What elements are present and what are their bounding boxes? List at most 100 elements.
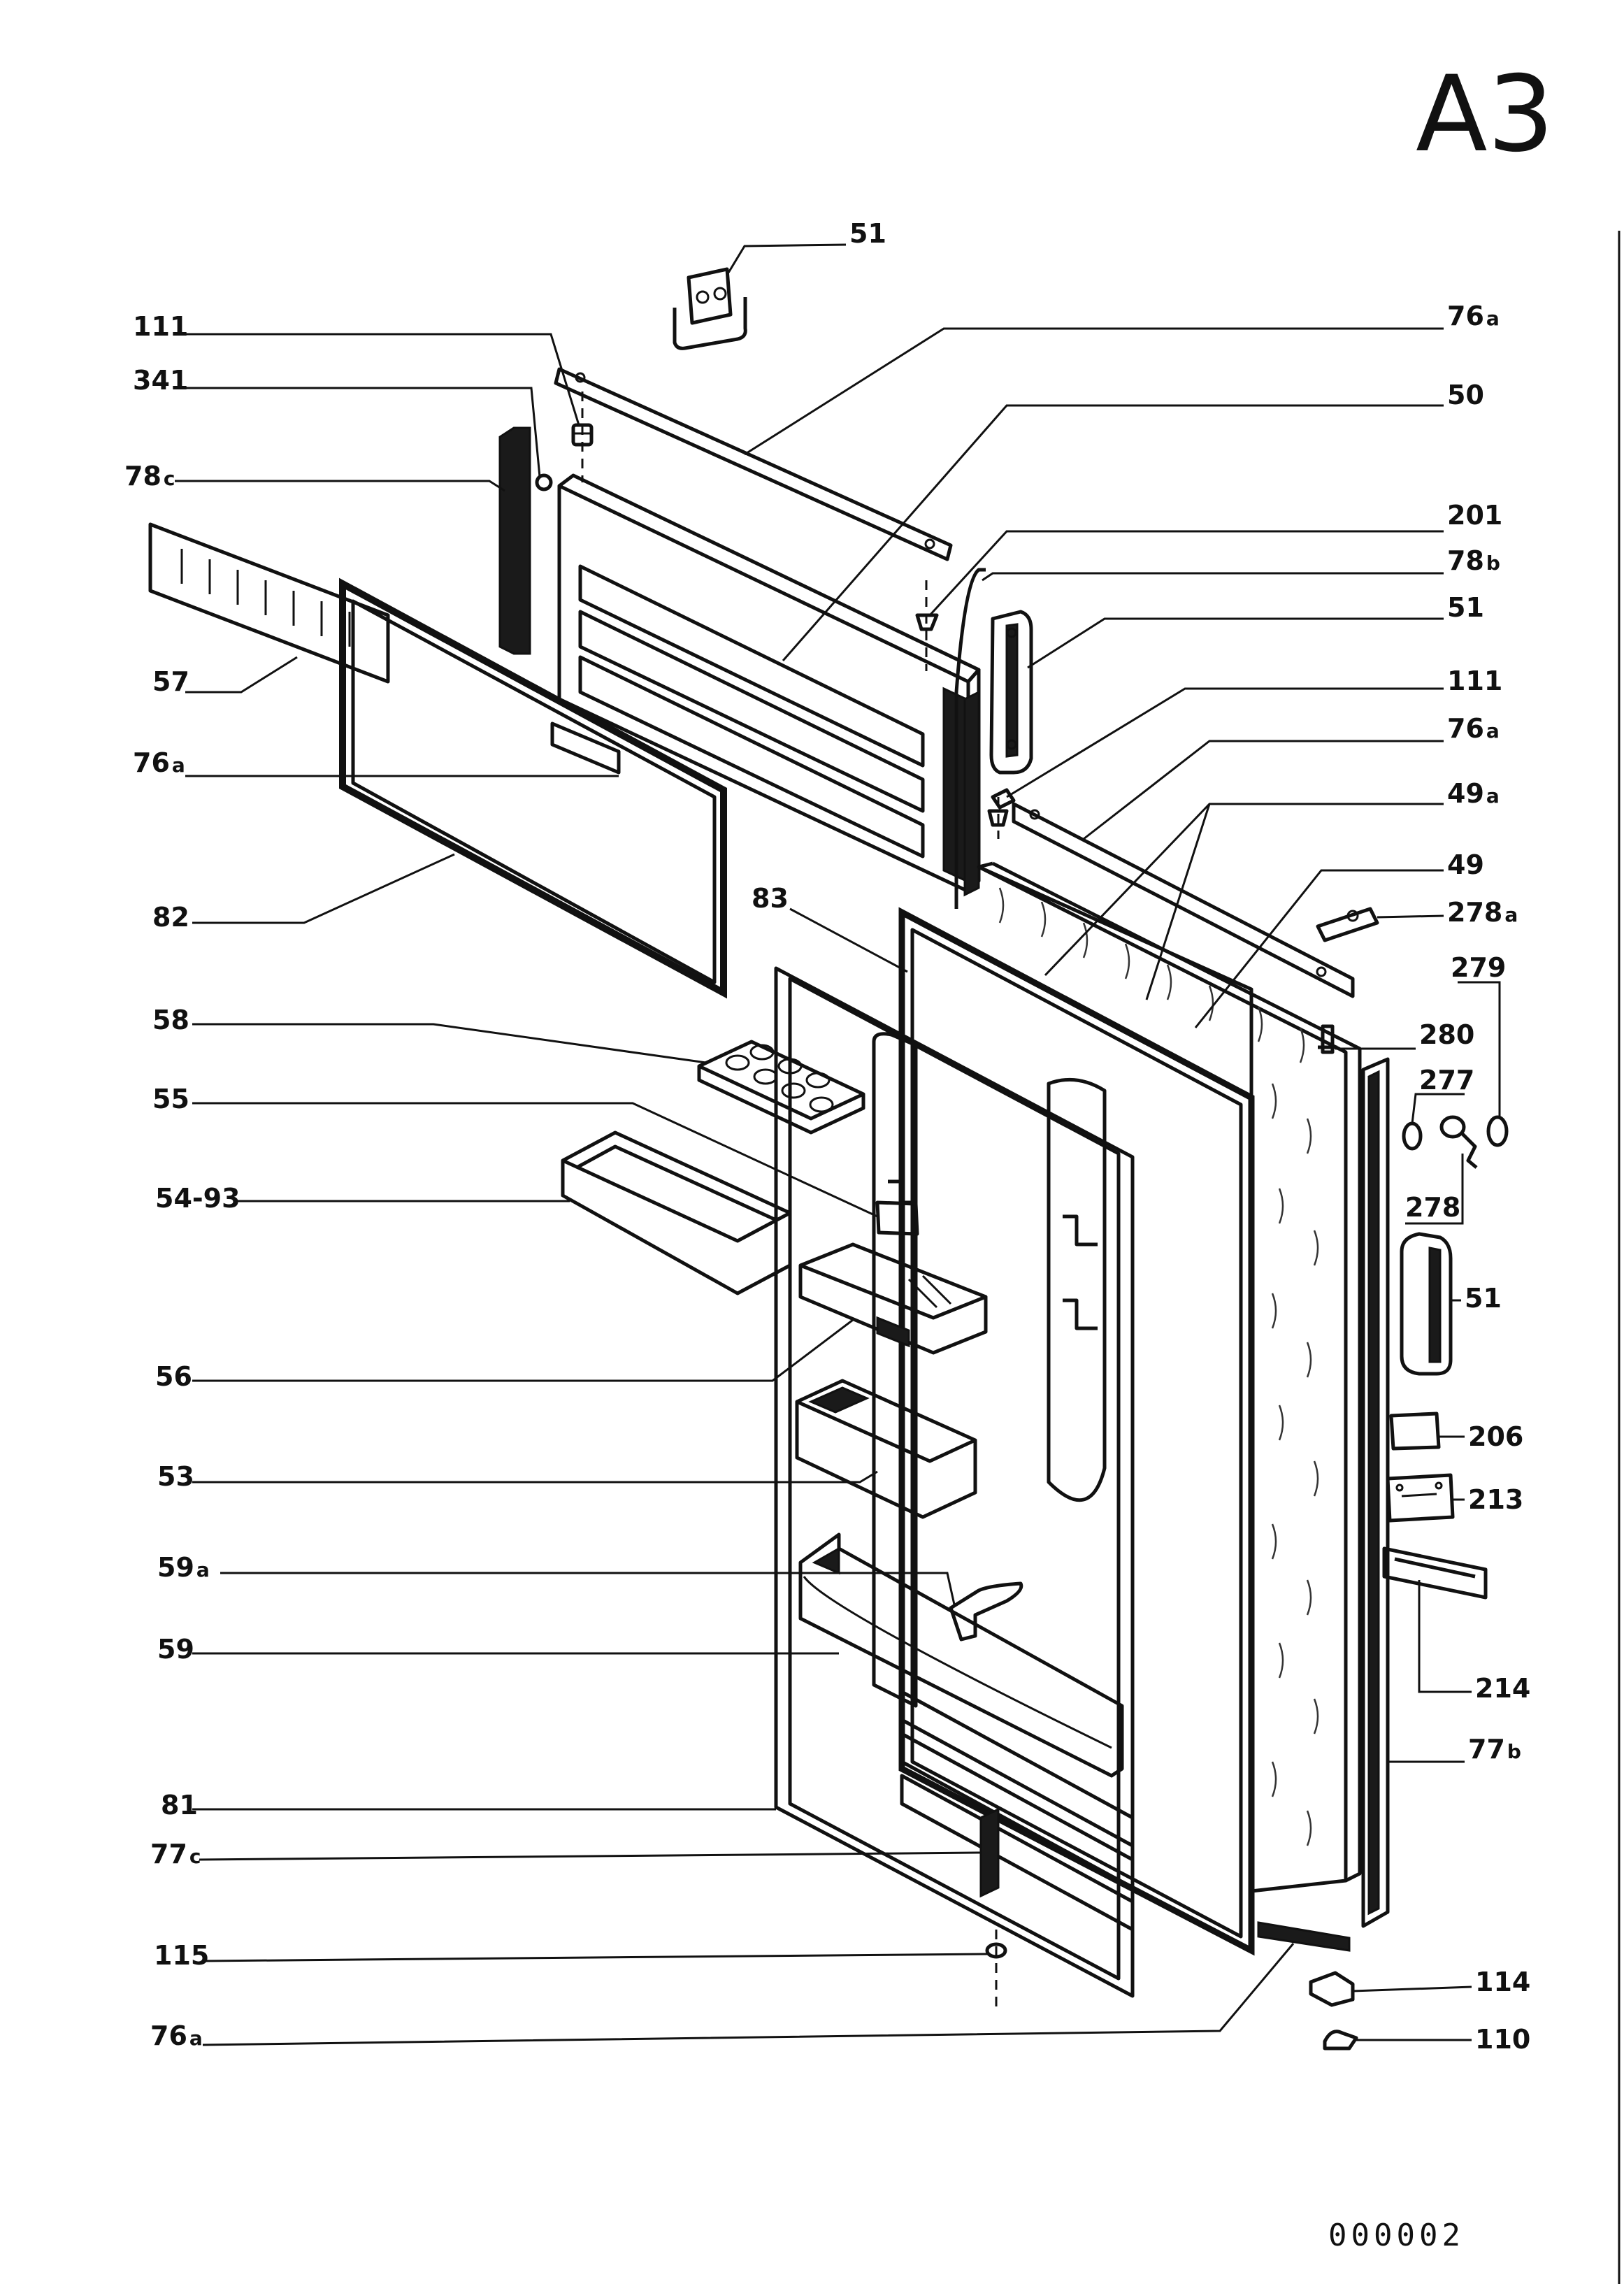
leader-53	[192, 1470, 878, 1484]
leader-78b	[982, 572, 1444, 582]
part-59-shelf	[798, 1532, 1124, 1778]
label-54-93: 54-93	[155, 1183, 240, 1214]
part-78b-strip-inner	[963, 690, 980, 897]
leader-76a-right	[1083, 740, 1444, 840]
part-110-screw	[1323, 2030, 1358, 2050]
part-115-washer	[985, 1942, 1007, 1959]
part-57-decal	[148, 522, 390, 684]
label-59: 59	[157, 1634, 194, 1665]
leader-49a	[1044, 803, 1444, 1000]
leader-279	[1458, 981, 1501, 1117]
part-76a-bottom-strip	[1257, 1921, 1351, 1952]
leader-201	[928, 530, 1444, 617]
label-53: 53	[157, 1461, 194, 1492]
leader-114	[1352, 1985, 1472, 1992]
part-59a-knob	[949, 1581, 1023, 1642]
leader-51-top	[727, 243, 847, 273]
leader-59a	[220, 1572, 956, 1605]
leader-51-hinge	[1027, 617, 1444, 669]
label-58: 58	[152, 1005, 189, 1035]
leader-83	[789, 907, 908, 973]
part-77c-strip	[979, 1807, 1000, 1898]
part-82-frame	[339, 577, 727, 999]
label-115: 115	[154, 1940, 209, 1971]
label-56: 56	[155, 1361, 192, 1392]
leader-76a-top	[744, 327, 1444, 456]
part-114-clip	[1309, 1971, 1355, 2007]
part-58-egg-tray	[697, 1040, 865, 1135]
leader-78c	[175, 480, 505, 492]
leader-278	[1405, 1154, 1464, 1225]
label-277: 277	[1419, 1065, 1474, 1096]
label-213: 213	[1468, 1484, 1523, 1515]
label-110: 110	[1475, 2024, 1530, 2055]
label-55: 55	[152, 1084, 189, 1114]
part-214-trim	[1382, 1546, 1488, 1600]
part-111-mid-screw	[987, 809, 1009, 827]
part-54-93-bin	[561, 1130, 792, 1295]
leader-115	[202, 1953, 988, 1962]
part-77b-strip	[1361, 1057, 1390, 1928]
part-278a	[1316, 907, 1379, 942]
part-51-handle	[1400, 1232, 1453, 1376]
leader-77c	[199, 1851, 982, 1861]
leader-214	[1418, 1580, 1472, 1693]
part-277-washer	[1402, 1121, 1423, 1151]
label-201: 201	[1447, 500, 1502, 531]
label-82: 82	[152, 902, 189, 933]
part-56-dairy-box	[798, 1242, 988, 1355]
leader-76a-bottom	[202, 1943, 1295, 2046]
part-280-pin	[1318, 1024, 1337, 1054]
label-81: 81	[161, 1790, 198, 1820]
leader-58	[192, 1023, 707, 1064]
part-278-lock	[1439, 1115, 1478, 1169]
label-49: 49	[1447, 849, 1484, 880]
leader-341	[178, 387, 541, 477]
label-114: 114	[1475, 1967, 1530, 1997]
label-83: 83	[752, 883, 789, 914]
label-279: 279	[1451, 952, 1506, 983]
part-50-panel	[557, 473, 981, 893]
part-78b-strip	[954, 568, 986, 909]
part-81-door-liner	[774, 966, 1135, 1998]
part-53-tray	[795, 1379, 977, 1519]
label-214: 214	[1475, 1673, 1530, 1704]
label-51-top: 51	[849, 218, 886, 249]
leader-111-mid	[1006, 687, 1444, 798]
part-76a-top-strip	[554, 367, 953, 561]
part-279-ring	[1486, 1115, 1509, 1147]
part-76a-right-strip	[1012, 802, 1355, 998]
label-50: 50	[1447, 380, 1484, 410]
leader-111-top	[178, 333, 580, 426]
part-51-hinge	[989, 610, 1033, 775]
leader-278a	[1377, 914, 1444, 919]
part-213-badge	[1386, 1473, 1455, 1523]
label-51-hinge: 51	[1447, 592, 1484, 623]
label-341: 341	[133, 365, 188, 396]
leader-50	[782, 404, 1444, 661]
sheet-title: A3	[1416, 54, 1554, 175]
leader-55	[192, 1102, 878, 1218]
label-206: 206	[1468, 1421, 1523, 1452]
part-111-mid-washer	[991, 788, 1016, 810]
part-111-screw	[571, 423, 594, 447]
leader-57	[185, 656, 298, 694]
leader-82	[192, 853, 455, 924]
label-111-mid: 111	[1447, 666, 1502, 696]
label-280: 280	[1419, 1019, 1474, 1050]
label-278: 278	[1405, 1192, 1460, 1223]
sheet-code: 000002	[1328, 2218, 1465, 2253]
part-55-grille	[875, 1200, 919, 1236]
leader-56	[192, 1319, 854, 1382]
